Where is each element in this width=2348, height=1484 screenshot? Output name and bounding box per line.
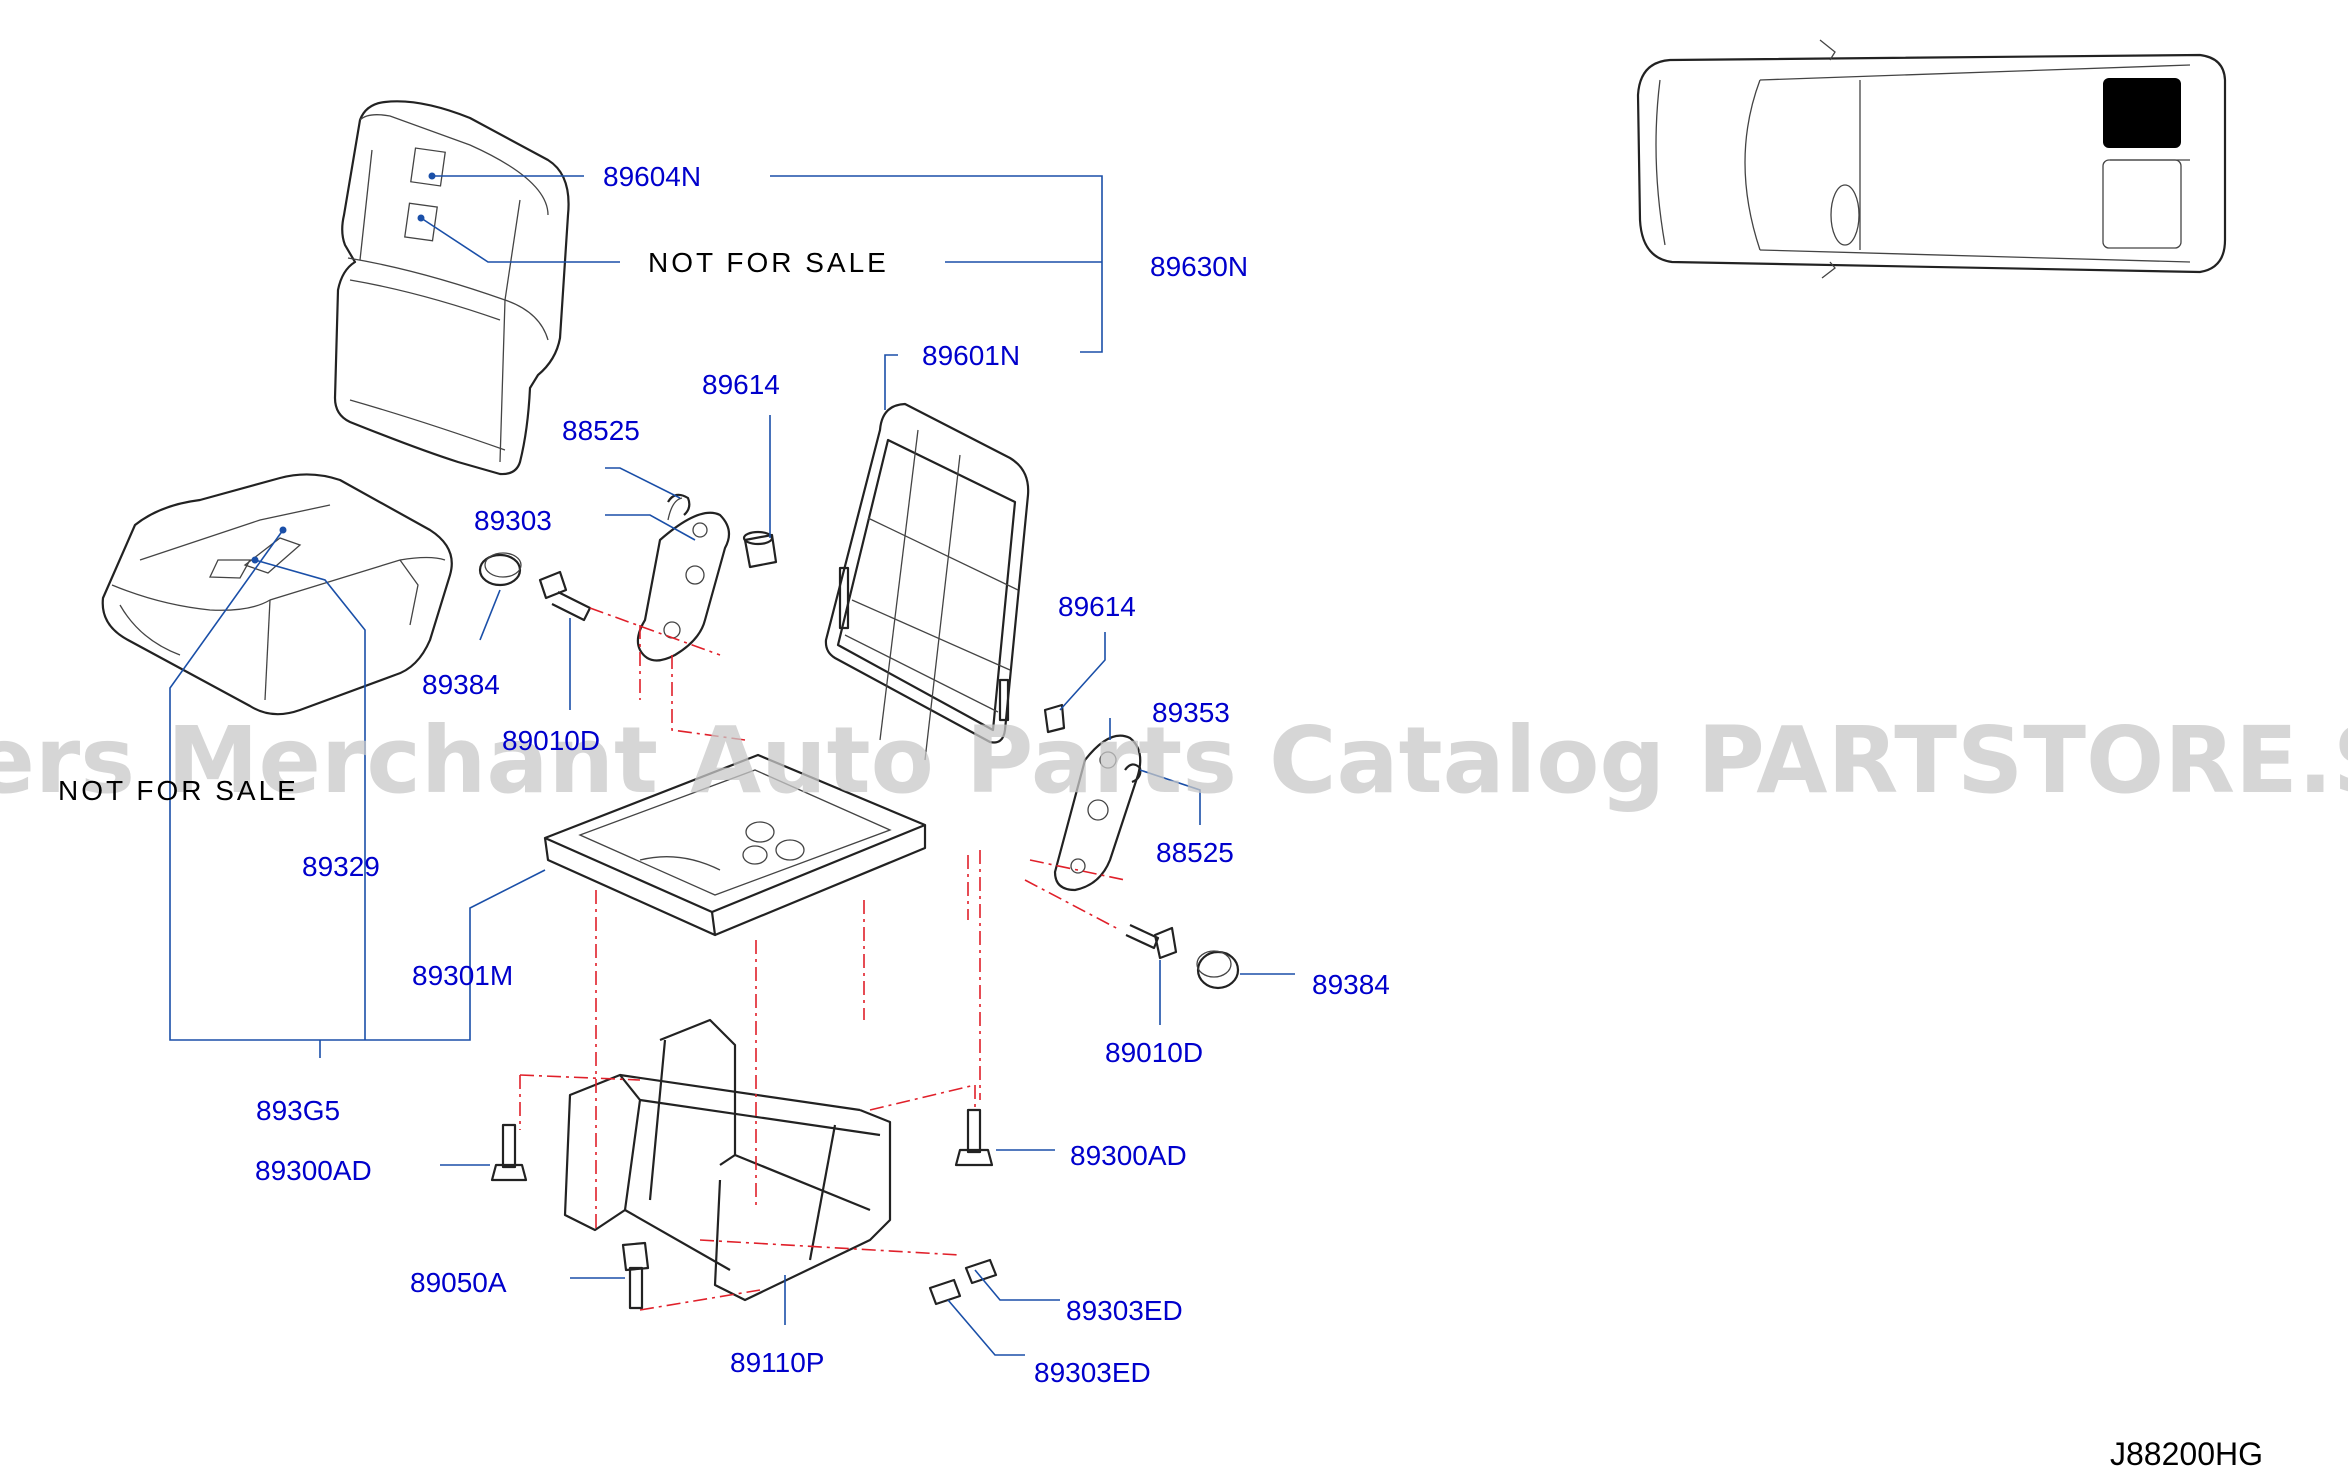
part-label-89601N[interactable]: 89601N (922, 340, 1020, 371)
part-label-89604N[interactable]: 89604N (603, 161, 701, 192)
leader-lines (169, 172, 1295, 1356)
recliner-bracket-left-illustration (636, 497, 731, 662)
cap-89303ED-a-illustration (964, 1258, 998, 1285)
part-label-89614-right[interactable]: 89614 (1058, 591, 1136, 622)
clip-88525-illustration (667, 493, 691, 516)
part-label-89384-right[interactable]: 89384 (1312, 969, 1390, 1000)
bolt-89050A-illustration (621, 1241, 650, 1310)
part-label-89050A[interactable]: 89050A (410, 1267, 507, 1298)
part-label-88525-right[interactable]: 88525 (1156, 837, 1234, 868)
part-label-89614-upper[interactable]: 89614 (702, 369, 780, 400)
part-label-89300AD-left[interactable]: 89300AD (255, 1155, 372, 1186)
bolt-89010D-right-illustration (1125, 924, 1178, 960)
part-label-89010D-left[interactable]: 89010D (502, 725, 600, 756)
bolt-89300AD-left-illustration (490, 1123, 528, 1182)
cap-89384-right-illustration (1196, 950, 1240, 990)
part-label-89384-left[interactable]: 89384 (422, 669, 500, 700)
highlighted-seat-marker (2103, 78, 2181, 148)
bolt-89010D-left-illustration (538, 570, 592, 622)
not-for-sale-note-cushion: NOT FOR SALE (58, 775, 299, 806)
centerlines (519, 607, 1126, 1311)
part-label-89300AD-right[interactable]: 89300AD (1070, 1140, 1187, 1171)
cap-89384-left-illustration (478, 552, 522, 587)
vehicle-locator-illustration (1636, 39, 2227, 279)
part-label-893G5[interactable]: 893G5 (256, 1095, 340, 1126)
part-label-89110P[interactable]: 89110P (730, 1347, 824, 1378)
watermark: Offers Merchant Auto Parts Catalog PARTS… (0, 707, 2348, 814)
bolt-89300AD-right-illustration (954, 1108, 994, 1167)
seatback-cover-illustration (333, 100, 570, 476)
not-for-sale-note-seatback: NOT FOR SALE (648, 247, 889, 278)
part-label-89353[interactable]: 89353 (1152, 697, 1230, 728)
part-label-89301M[interactable]: 89301M (412, 960, 513, 991)
recliner-bracket-right-illustration (1043, 703, 1142, 892)
part-label-89630N[interactable]: 89630N (1150, 251, 1248, 282)
part-label-89303[interactable]: 89303 (474, 505, 552, 536)
bushing-89614-illustration (742, 530, 778, 569)
part-label-89329[interactable]: 89329 (302, 851, 380, 882)
illustration-code: J88200HG (2110, 1436, 2263, 1472)
seatback-frame-illustration (824, 402, 1030, 761)
part-label-89010D-right[interactable]: 89010D (1105, 1037, 1203, 1068)
part-label-89303ED-upper[interactable]: 89303ED (1066, 1295, 1183, 1326)
leg-frame-illustration (563, 1018, 892, 1302)
seat-cushion-frame-illustration (543, 753, 927, 937)
seat-cushion-cover-illustration (101, 473, 453, 716)
part-label-89303ED-lower[interactable]: 89303ED (1034, 1357, 1151, 1388)
cap-89303ED-b-illustration (928, 1278, 962, 1306)
part-label-88525-left[interactable]: 88525 (562, 415, 640, 446)
